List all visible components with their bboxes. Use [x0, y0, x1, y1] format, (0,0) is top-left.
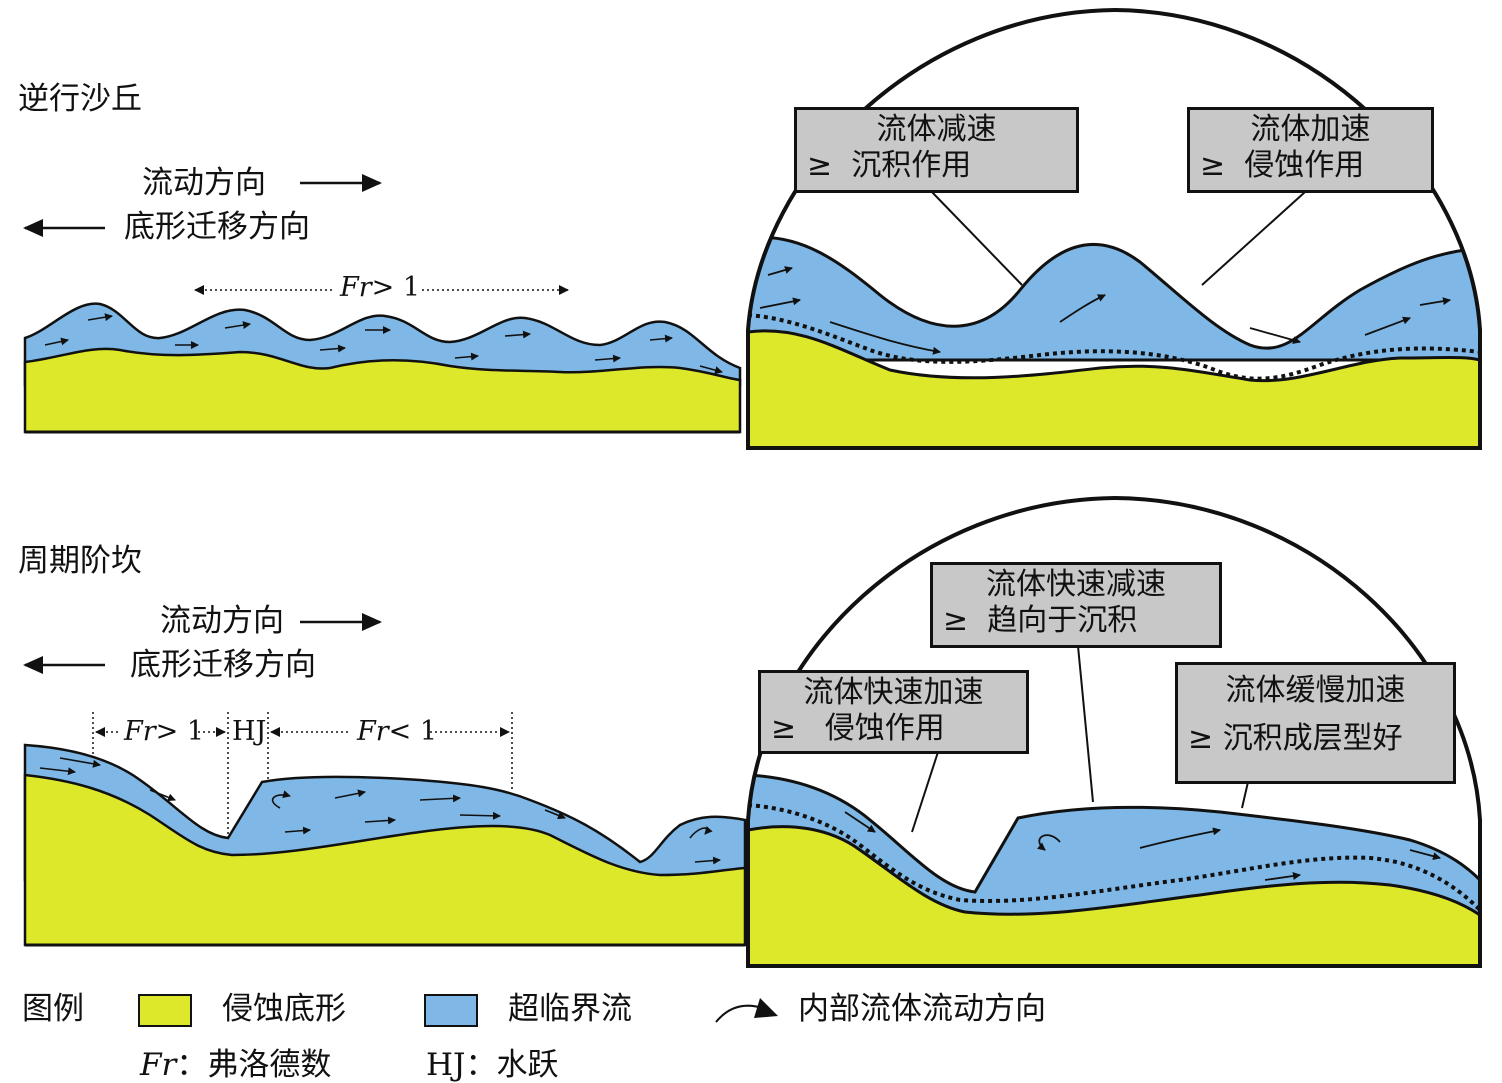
- bottom-title: 周期阶坎: [18, 543, 142, 579]
- top-dome-internal-arrows: [759, 266, 1451, 355]
- top-pointer-right: [1201, 191, 1306, 286]
- bottom-pointer-left: [911, 751, 939, 833]
- bottom-box-rapid-accelerate-line2: 侵蚀作用: [824, 711, 945, 746]
- bottom-box-slow-accelerate-line1: 流体缓慢加速: [1225, 673, 1406, 708]
- bottom-fr-label-a: Fr> 1: [124, 716, 205, 747]
- top-box-accelerate: 流体加速 ≥ 侵蚀作用: [1187, 107, 1434, 193]
- bottom-dome: [746, 495, 1482, 968]
- ge-symbol: ≥: [1188, 721, 1214, 756]
- legend-sediment-swatch: [138, 994, 192, 1027]
- top-left-internal-arrows: [44, 313, 723, 375]
- ge-symbol: ≥: [771, 711, 797, 746]
- legend-arrow-label: 内部流体流动方向: [798, 991, 1046, 1027]
- bottom-dome-internal-arrows: [844, 811, 1441, 881]
- bottom-box-rapid-accelerate: 流体快速加速 ≥ 侵蚀作用: [758, 670, 1029, 754]
- legend-flow-arrow-head: [754, 998, 778, 1018]
- top-sediment: [23, 347, 742, 434]
- legend-hj-definition: HJ：水跃: [426, 1047, 559, 1083]
- top-flow-direction-label: 流动方向: [142, 165, 266, 201]
- top-dome: [746, 7, 1482, 450]
- bottom-sediment: [23, 773, 747, 947]
- top-box-accelerate-line1: 流体加速: [1250, 112, 1371, 147]
- top-box-decelerate: 流体减速 ≥ 沉积作用: [794, 107, 1079, 193]
- top-fr-label: Fr> 1: [340, 272, 421, 303]
- top-pointer-left: [929, 189, 1023, 286]
- legend-flow-label: 超临界流: [508, 991, 632, 1027]
- bottom-box-rapid-decelerate-line1: 流体快速减速: [986, 567, 1166, 602]
- bottom-flow-direction-label: 流动方向: [160, 603, 284, 639]
- top-dome-flow: [748, 235, 1480, 362]
- bottom-pointer-right: [1241, 781, 1249, 809]
- bottom-fr-label-b: Fr< 1: [357, 716, 438, 747]
- top-title: 逆行沙丘: [18, 81, 142, 117]
- top-dome-sediment: [748, 329, 1480, 448]
- top-left-profile: [23, 302, 742, 434]
- top-migration-direction-label: 底形迁移方向: [124, 209, 310, 245]
- top-dome-dotted-surface: [748, 313, 1480, 381]
- bottom-migration-direction-label: 底形迁移方向: [130, 647, 316, 683]
- top-box-decelerate-line1: 流体减速: [876, 112, 997, 147]
- bottom-left-internal-arrows: [39, 757, 721, 865]
- bottom-box-slow-accelerate: 流体缓慢加速 ≥ 沉积成层型好: [1175, 662, 1456, 784]
- ge-symbol: ≥: [943, 603, 969, 638]
- legend-sediment-label: 侵蚀底形: [222, 991, 346, 1027]
- bottom-box-slow-accelerate-line2: 沉积成层型好: [1222, 721, 1403, 756]
- bottom-fr-ranges: [92, 712, 513, 838]
- bottom-hj-label: HJ: [232, 716, 267, 747]
- top-box-accelerate-line2: 侵蚀作用: [1244, 148, 1365, 183]
- legend-flow-swatch: [424, 994, 478, 1027]
- bottom-box-rapid-decelerate-line2: 趋向于沉积: [987, 603, 1138, 638]
- bottom-box-rapid-accelerate-line1: 流体快速加速: [803, 675, 984, 710]
- ge-symbol: ≥: [1200, 148, 1226, 183]
- ge-symbol: ≥: [807, 148, 833, 183]
- legend-fr-definition: Fr：弗洛德数: [140, 1047, 332, 1083]
- top-box-decelerate-line2: 沉积作用: [851, 148, 972, 183]
- legend-title: 图例: [22, 991, 84, 1027]
- bottom-dome-sediment: [748, 825, 1480, 966]
- bottom-box-rapid-decelerate: 流体快速减速 ≥ 趋向于沉积: [930, 562, 1222, 648]
- bottom-pointer-center: [1077, 645, 1094, 803]
- bottom-dome-dotted-surface: [748, 803, 1480, 912]
- bottom-left-profile: [23, 743, 747, 947]
